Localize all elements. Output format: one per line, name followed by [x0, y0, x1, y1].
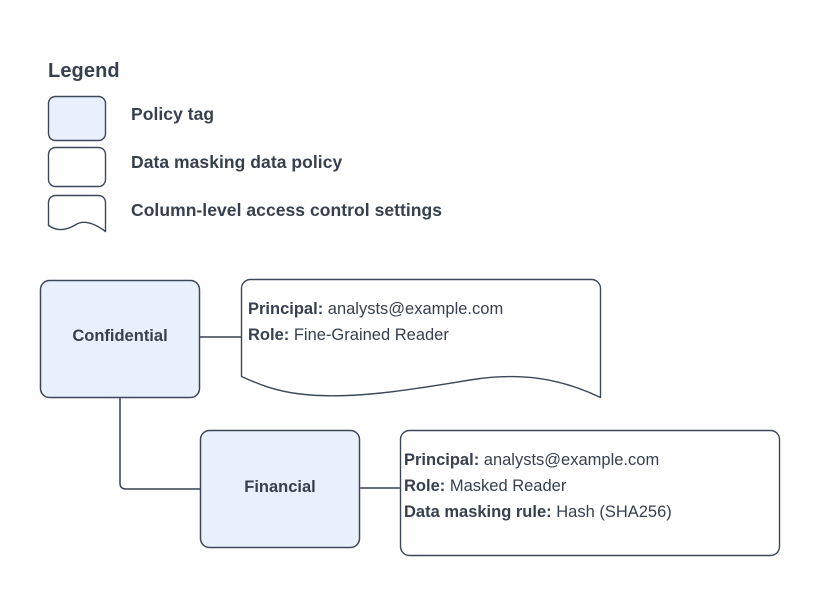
callout-line: Data masking rule: Hash (SHA256) — [404, 499, 672, 525]
node-label-confidential: Confidential — [72, 327, 168, 345]
callout-confidential-shape[interactable] — [240, 278, 602, 399]
callout-line-key: Principal: — [404, 451, 480, 469]
node-label-financial: Financial — [244, 478, 316, 496]
callout-line-key: Principal: — [248, 300, 324, 318]
callout-line: Principal: analysts@example.com — [404, 447, 672, 473]
callout-financial-text: Principal: analysts@example.com Role: Ma… — [404, 447, 672, 525]
callout-line-value: Hash (SHA256) — [556, 503, 672, 521]
legend-label-data-masking-policy: Data masking data policy — [131, 152, 343, 172]
callout-financial-shape[interactable] — [399, 429, 781, 557]
callout-line-key: Role: — [404, 477, 446, 495]
callout-confidential-text: Principal: analysts@example.com Role: Fi… — [248, 296, 503, 348]
node-financial[interactable] — [199, 429, 361, 549]
callout-line-value: Fine-Grained Reader — [293, 326, 449, 344]
connector-confidential-to-financial — [119, 398, 200, 490]
callout-line-key: Role: — [248, 326, 290, 344]
legend-label-access-control: Column-level access control settings — [131, 200, 443, 220]
callout-line: Principal: analysts@example.com — [248, 296, 503, 322]
node-confidential[interactable] — [39, 279, 201, 399]
callout-line-key: Data masking rule: — [404, 503, 552, 521]
legend-label-policy-tag: Policy tag — [131, 104, 215, 124]
legend-swatch-data-masking-policy — [47, 146, 107, 188]
legend-swatch-policy-tag — [47, 95, 107, 142]
callout-line-value: analysts@example.com — [327, 300, 504, 318]
callout-line-value: analysts@example.com — [483, 451, 660, 469]
callout-line: Role: Fine-Grained Reader — [248, 322, 503, 348]
legend-swatch-access-control — [47, 194, 107, 233]
callout-line-value: Masked Reader — [449, 477, 567, 495]
legend-title: Legend — [48, 60, 120, 82]
callout-line: Role: Masked Reader — [404, 473, 672, 499]
